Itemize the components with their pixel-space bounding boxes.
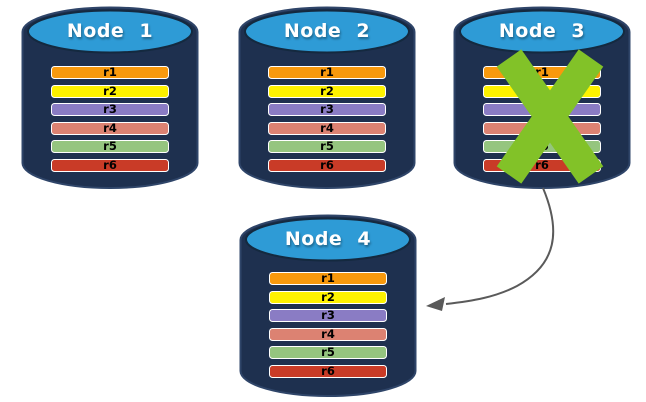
node-1: Node 1 r1 r2 r3 r4 r5 r6 xyxy=(21,4,199,192)
replica-row-r5: r5 xyxy=(51,140,169,153)
replica-row-r5: r5 xyxy=(269,346,387,359)
replica-rows: r1 r2 r3 r4 r5 r6 xyxy=(51,66,169,177)
replica-row-r6: r6 xyxy=(483,158,601,172)
replica-row-r1: r1 xyxy=(51,66,169,79)
node-2: Node 2 r1 r2 r3 r4 r5 r6 xyxy=(238,4,416,192)
replica-row-r3: r3 xyxy=(483,103,601,116)
replica-row-r3: r3 xyxy=(51,103,169,116)
node-3: Node 3 r1 r2 r3 r4 r5 r6 xyxy=(453,4,631,192)
replica-row-r6: r6 xyxy=(51,158,169,172)
node-title: Node 3 xyxy=(498,20,586,42)
replica-row-r5: r5 xyxy=(268,140,386,153)
node-4: Node 4 r1 r2 r3 r4 r5 r6 xyxy=(239,212,417,400)
replica-row-r1: r1 xyxy=(483,66,601,79)
replica-rows: r1 r2 r3 r4 r5 r6 xyxy=(483,66,601,177)
replica-rows: r1 r2 r3 r4 r5 r6 xyxy=(268,66,386,177)
replica-row-r4: r4 xyxy=(483,121,601,135)
replica-row-r2: r2 xyxy=(268,84,386,98)
replica-row-r2: r2 xyxy=(51,84,169,98)
node-title: Node 4 xyxy=(284,228,372,250)
replica-row-r4: r4 xyxy=(51,121,169,135)
replica-row-r3: r3 xyxy=(268,103,386,116)
replica-row-r6: r6 xyxy=(269,364,387,378)
replica-row-r5: r5 xyxy=(483,140,601,153)
replica-row-r1: r1 xyxy=(269,272,387,285)
replica-rows: r1 r2 r3 r4 r5 r6 xyxy=(269,272,387,383)
replica-row-r1: r1 xyxy=(268,66,386,79)
replica-row-r2: r2 xyxy=(483,84,601,98)
replica-row-r4: r4 xyxy=(268,121,386,135)
replica-row-r3: r3 xyxy=(269,309,387,322)
replica-row-r2: r2 xyxy=(269,290,387,304)
replica-row-r6: r6 xyxy=(268,158,386,172)
node-title: Node 2 xyxy=(283,20,371,42)
replica-row-r4: r4 xyxy=(269,327,387,341)
node-title: Node 1 xyxy=(66,20,154,42)
